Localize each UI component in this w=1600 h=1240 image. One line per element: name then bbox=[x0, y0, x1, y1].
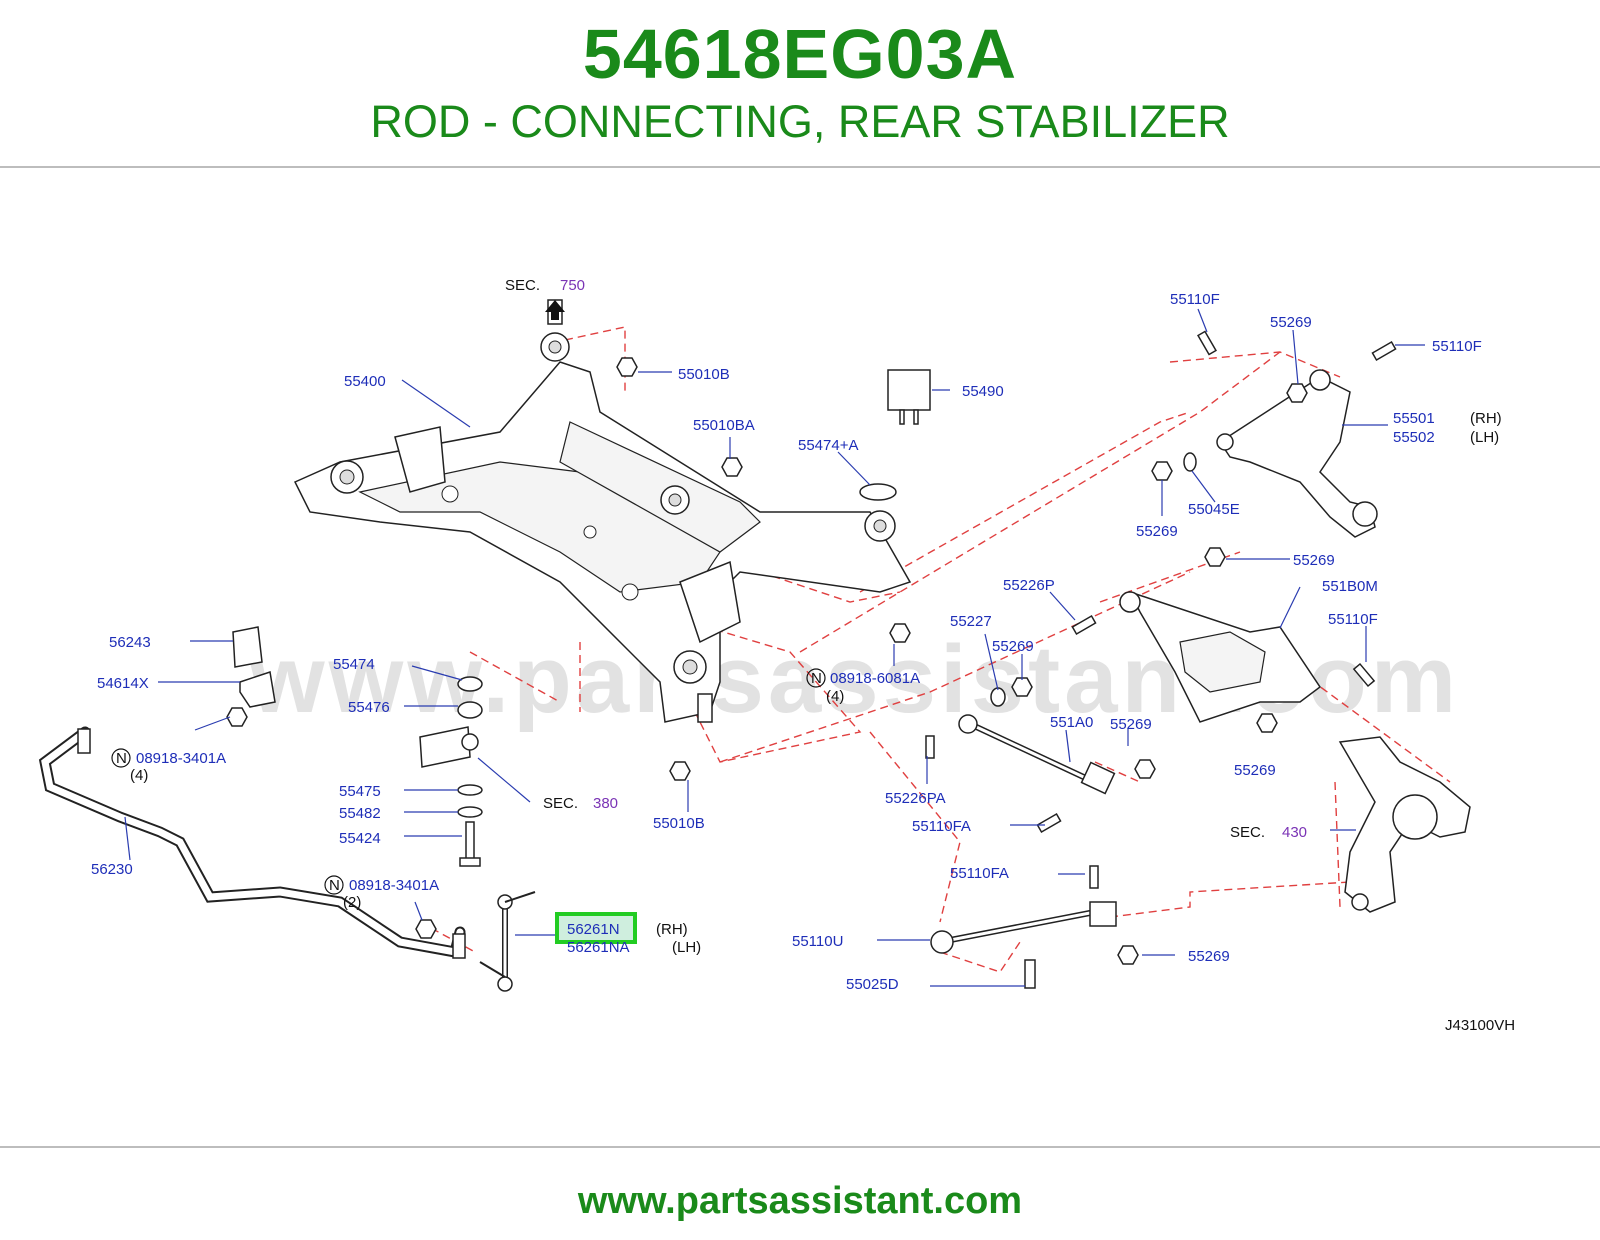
label-55482[interactable]: 55482 bbox=[339, 805, 381, 822]
label-55269-b[interactable]: 55269 bbox=[1136, 523, 1178, 540]
qty-08918-6081A: (4) bbox=[826, 688, 844, 705]
label-55476[interactable]: 55476 bbox=[348, 699, 390, 716]
label-55269-c[interactable]: 55269 bbox=[1293, 552, 1335, 569]
highlight-box-56261N bbox=[555, 912, 637, 944]
label-55474[interactable]: 55474 bbox=[333, 656, 375, 673]
label-08918-3401A-b[interactable]: 08918-3401A bbox=[349, 877, 439, 894]
sec-430-link[interactable]: 430 bbox=[1282, 824, 1307, 841]
label-55490[interactable]: 55490 bbox=[962, 383, 1004, 400]
label-55045E[interactable]: 55045E bbox=[1188, 501, 1240, 518]
sec-380-prefix: SEC. bbox=[543, 795, 578, 812]
label-55269-d[interactable]: 55269 bbox=[992, 638, 1034, 655]
label-55269-e[interactable]: 55269 bbox=[1110, 716, 1152, 733]
label-55400[interactable]: 55400 bbox=[344, 373, 386, 390]
sec-430-prefix: SEC. bbox=[1230, 824, 1265, 841]
qty-08918-3401A-b: (2) bbox=[343, 894, 361, 911]
label-55010B-top[interactable]: 55010B bbox=[678, 366, 730, 383]
label-55269-f[interactable]: 55269 bbox=[1234, 762, 1276, 779]
label-551A0[interactable]: 551A0 bbox=[1050, 714, 1093, 731]
label-56243[interactable]: 56243 bbox=[109, 634, 151, 651]
leader-lines bbox=[124, 308, 1425, 987]
label-55110F-a[interactable]: 55110F bbox=[1170, 291, 1220, 308]
stabilizer-bar-drawing bbox=[38, 626, 536, 992]
label-55269-g[interactable]: 55269 bbox=[1188, 948, 1230, 965]
part-number-title: 54618EG03A bbox=[582, 15, 1018, 93]
label-55110FA-b[interactable]: 55110FA bbox=[950, 865, 1009, 882]
label-55110U[interactable]: 55110U bbox=[792, 933, 843, 950]
label-56261N-highlighted[interactable]: 56261N bbox=[567, 921, 620, 938]
label-55226PA[interactable]: 55226PA bbox=[885, 790, 946, 807]
suspension-arms-drawing bbox=[887, 369, 1471, 954]
diagram-code: J43100VH bbox=[1445, 1017, 1515, 1034]
n-marker-circle-a bbox=[806, 668, 826, 688]
sec-750-link[interactable]: 750 bbox=[560, 277, 585, 294]
label-55227[interactable]: 55227 bbox=[950, 613, 992, 630]
sec-380-link[interactable]: 380 bbox=[593, 795, 618, 812]
label-55501-side: (RH) bbox=[1470, 410, 1502, 427]
label-55110F-c[interactable]: 55110F bbox=[1328, 611, 1378, 628]
part-description: ROD - CONNECTING, REAR STABILIZER bbox=[370, 96, 1230, 147]
hardware-drawing bbox=[226, 300, 1397, 989]
label-56261NA-side: (LH) bbox=[672, 939, 701, 956]
label-54614X[interactable]: 54614X bbox=[97, 675, 149, 692]
label-55475[interactable]: 55475 bbox=[339, 783, 381, 800]
sec-750-prefix: SEC. bbox=[505, 277, 540, 294]
label-55474A[interactable]: 55474+A bbox=[798, 437, 858, 454]
label-55502-side: (LH) bbox=[1470, 429, 1499, 446]
label-08918-6081A[interactable]: 08918-6081A bbox=[830, 670, 920, 687]
n-marker-circle-b bbox=[111, 748, 131, 768]
n-marker-circle-c bbox=[324, 875, 344, 895]
label-55502[interactable]: 55502 bbox=[1393, 429, 1435, 446]
label-55110F-b[interactable]: 55110F bbox=[1432, 338, 1482, 355]
label-56230[interactable]: 56230 bbox=[91, 861, 133, 878]
n-marker-c: N bbox=[329, 877, 340, 894]
label-55226P[interactable]: 55226P bbox=[1003, 577, 1055, 594]
footer-divider bbox=[0, 1146, 1600, 1148]
header-divider bbox=[0, 166, 1600, 168]
reference-lines bbox=[419, 326, 1451, 973]
footer-website-link[interactable]: www.partsassistant.com bbox=[577, 1180, 1023, 1222]
subframe-55400-drawing bbox=[293, 299, 912, 723]
n-marker-b: N bbox=[116, 750, 127, 767]
n-marker-a: N bbox=[811, 670, 822, 687]
label-56261N-side: (RH) bbox=[656, 921, 688, 938]
label-55424[interactable]: 55424 bbox=[339, 830, 381, 847]
parts-diagram: www.partsassistant.com bbox=[38, 277, 1515, 1034]
label-55010BA[interactable]: 55010BA bbox=[693, 417, 755, 434]
label-55269-a[interactable]: 55269 bbox=[1270, 314, 1312, 331]
label-55110FA-a[interactable]: 55110FA bbox=[912, 818, 971, 835]
label-55025D[interactable]: 55025D bbox=[846, 976, 899, 993]
label-56261NA[interactable]: 56261NA bbox=[567, 939, 630, 956]
qty-08918-3401A-a: (4) bbox=[130, 767, 148, 784]
label-55501[interactable]: 55501 bbox=[1393, 410, 1435, 427]
label-08918-3401A-a[interactable]: 08918-3401A bbox=[136, 750, 226, 767]
label-551B0M[interactable]: 551B0M bbox=[1322, 578, 1378, 595]
diagram-labels: SEC. 750 55400 55010B 55010BA 55474+A 55… bbox=[91, 277, 1515, 1034]
label-55010B-bottom[interactable]: 55010B bbox=[653, 815, 705, 832]
